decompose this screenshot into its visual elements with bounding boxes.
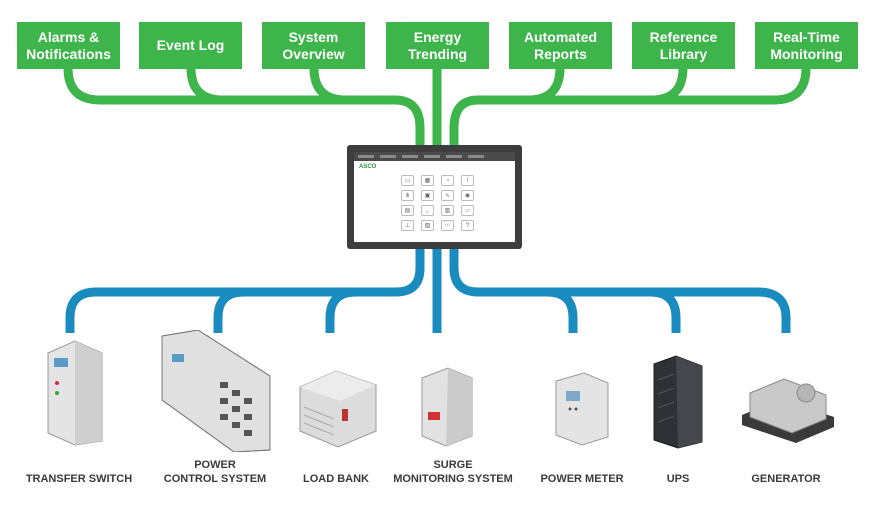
green-connector	[478, 67, 688, 105]
feature-system-overview[interactable]: System Overview	[262, 22, 365, 69]
green-connector	[63, 67, 425, 146]
switch-icon[interactable]: ⊥	[401, 220, 414, 231]
report-icon[interactable]: ▧	[421, 220, 434, 231]
blue-connector	[649, 287, 681, 333]
brand-logo: ASCO	[359, 164, 377, 170]
blue-connector	[546, 287, 578, 333]
power-meter-image	[555, 372, 609, 446]
feature-reference-library[interactable]: Reference Library	[632, 22, 735, 69]
feature-energy-trending[interactable]: Energy Trending	[386, 22, 489, 69]
grid-icon[interactable]: ▥	[441, 205, 454, 216]
link-icon[interactable]: ⋯	[441, 220, 454, 231]
chart-icon[interactable]: ⌞	[421, 205, 434, 216]
device-label-transfer-switch: TRANSFER SWITCH	[25, 473, 133, 485]
blue-connector	[325, 287, 357, 333]
green-connector	[449, 67, 565, 146]
ups-image	[653, 355, 703, 449]
network-icon[interactable]: ⋔	[401, 190, 414, 201]
calendar-icon[interactable]: ▦	[421, 175, 434, 186]
waveform-icon[interactable]: ∿	[441, 190, 454, 201]
blue-connector	[65, 249, 425, 333]
feature-event-log[interactable]: Event Log	[139, 22, 242, 69]
screen-toolbar	[354, 152, 515, 161]
green-connector	[478, 67, 811, 105]
image-icon[interactable]: ▣	[421, 190, 434, 201]
help-icon[interactable]: ?	[461, 220, 474, 231]
gauge-icon[interactable]: ◔	[441, 175, 454, 186]
device-label-power-control-system: POWER CONTROL SYSTEM	[163, 459, 267, 485]
generator-image	[742, 378, 834, 443]
transfer-switch-image	[47, 340, 103, 446]
surge-monitoring-system-image	[421, 367, 473, 447]
monitor-screen: ASCO ▭ ▦ ◔ ! ⋔ ▣ ∿ ◉ ▤ ⌞ ▥ ▱ ⊥ ▧ ⋯ ?	[354, 152, 515, 242]
monitor-icon[interactable]: ▭	[401, 175, 414, 186]
device-label-ups: UPS	[666, 473, 690, 485]
green-connector	[186, 67, 395, 105]
blue-connector	[449, 249, 791, 333]
feature-real-time-monitoring[interactable]: Real-Time Monitoring	[755, 22, 858, 69]
power-control-system-image	[161, 330, 271, 452]
device-label-power-meter: POWER METER	[540, 473, 624, 485]
document-icon[interactable]: ▤	[401, 205, 414, 216]
device-label-load-bank: LOAD BANK	[303, 473, 369, 485]
device-label-surge-monitoring-system: SURGE MONITORING SYSTEM	[393, 459, 513, 485]
green-connector	[309, 67, 395, 105]
device-label-generator: GENERATOR	[751, 473, 821, 485]
blue-connector	[213, 287, 245, 333]
folder-icon[interactable]: ▱	[461, 205, 474, 216]
central-monitor: ASCO ▭ ▦ ◔ ! ⋔ ▣ ∿ ◉ ▤ ⌞ ▥ ▱ ⊥ ▧ ⋯ ?	[347, 145, 522, 249]
eye-icon[interactable]: ◉	[461, 190, 474, 201]
alert-icon[interactable]: !	[461, 175, 474, 186]
feature-alarms-notifications[interactable]: Alarms & Notifications	[17, 22, 120, 69]
feature-automated-reports[interactable]: Automated Reports	[509, 22, 612, 69]
app-icon-grid: ▭ ▦ ◔ ! ⋔ ▣ ∿ ◉ ▤ ⌞ ▥ ▱ ⊥ ▧ ⋯ ?	[401, 175, 474, 231]
load-bank-image	[299, 370, 377, 448]
